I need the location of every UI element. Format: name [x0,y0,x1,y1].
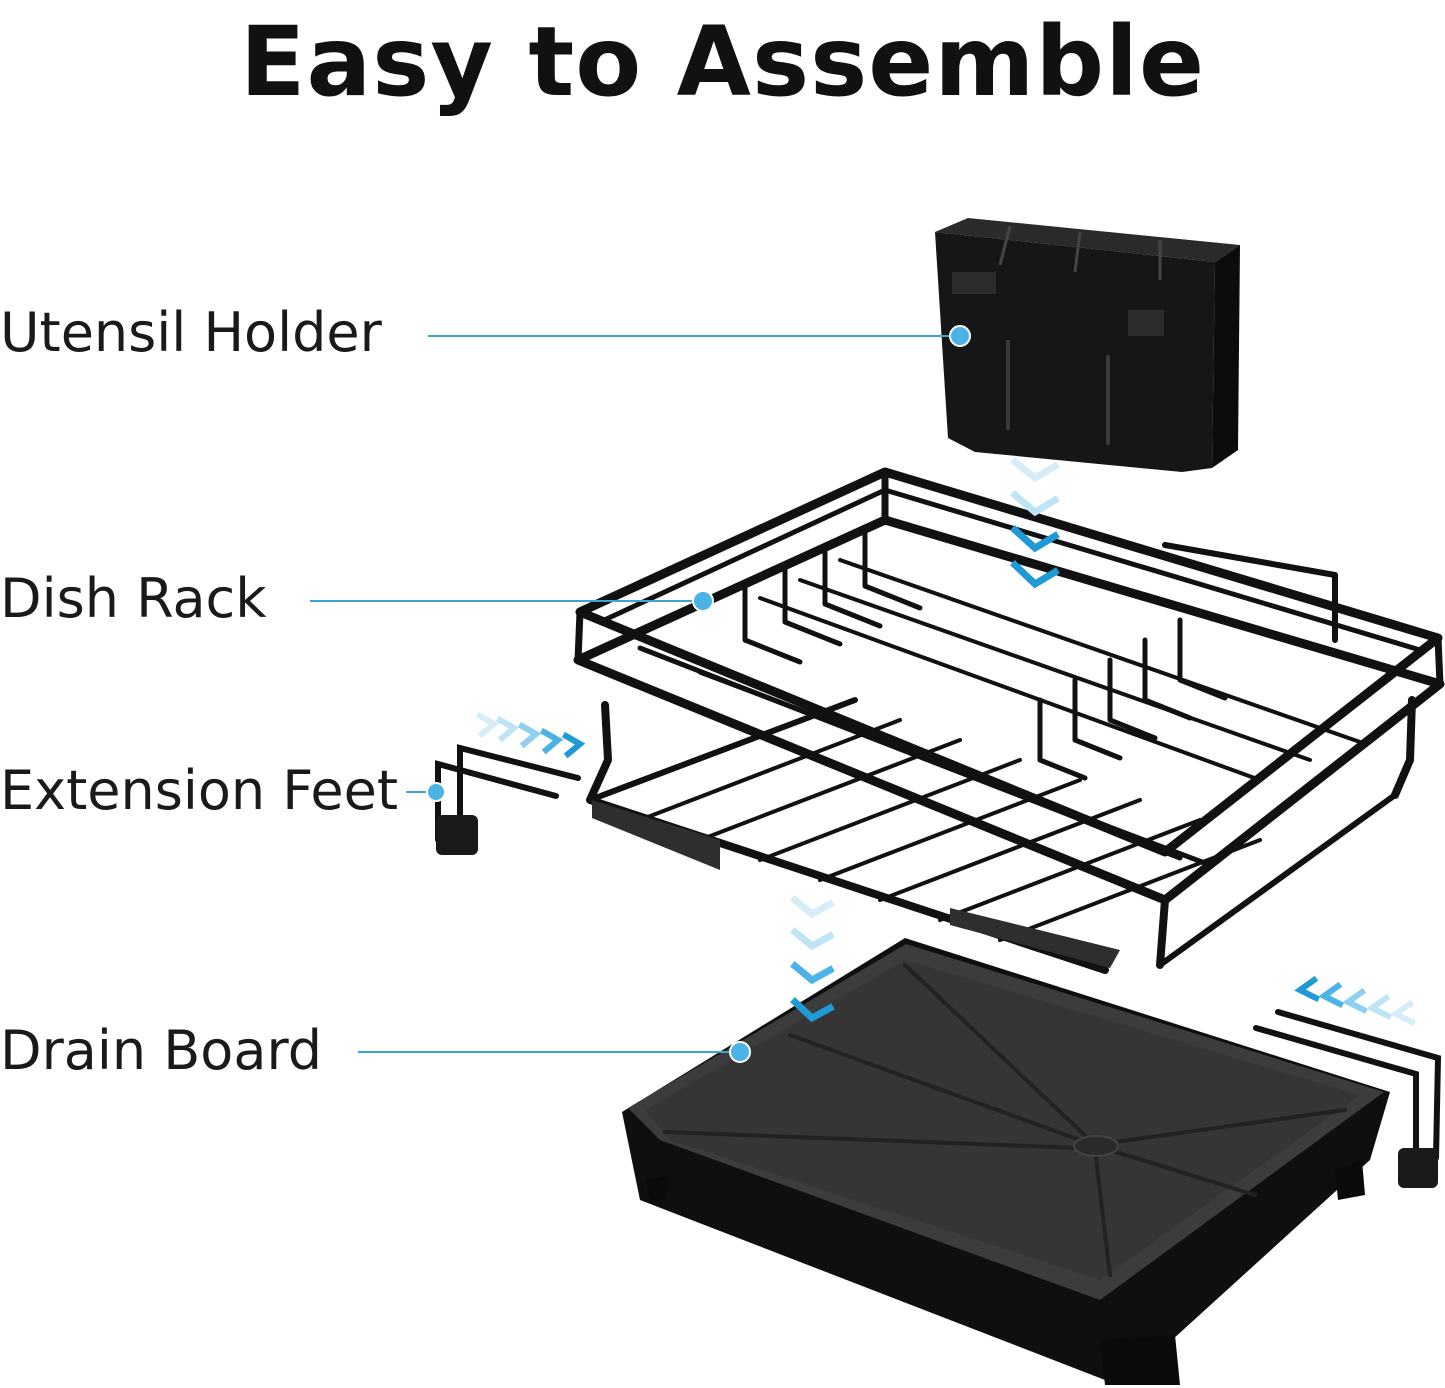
leader-drain-board [358,1042,750,1062]
leader-utensil-holder [428,326,970,346]
arrow-left-extension-feet [1300,980,1412,1022]
leader-dish-rack [310,591,713,611]
arrow-right-extension-feet [480,716,580,754]
utensil-holder-illustration [935,218,1240,472]
leader-extension-feet [406,783,445,801]
dish-rack-illustration [578,472,1440,970]
drain-board-illustration [622,938,1390,1385]
extension-feet-left-illustration [436,748,578,855]
